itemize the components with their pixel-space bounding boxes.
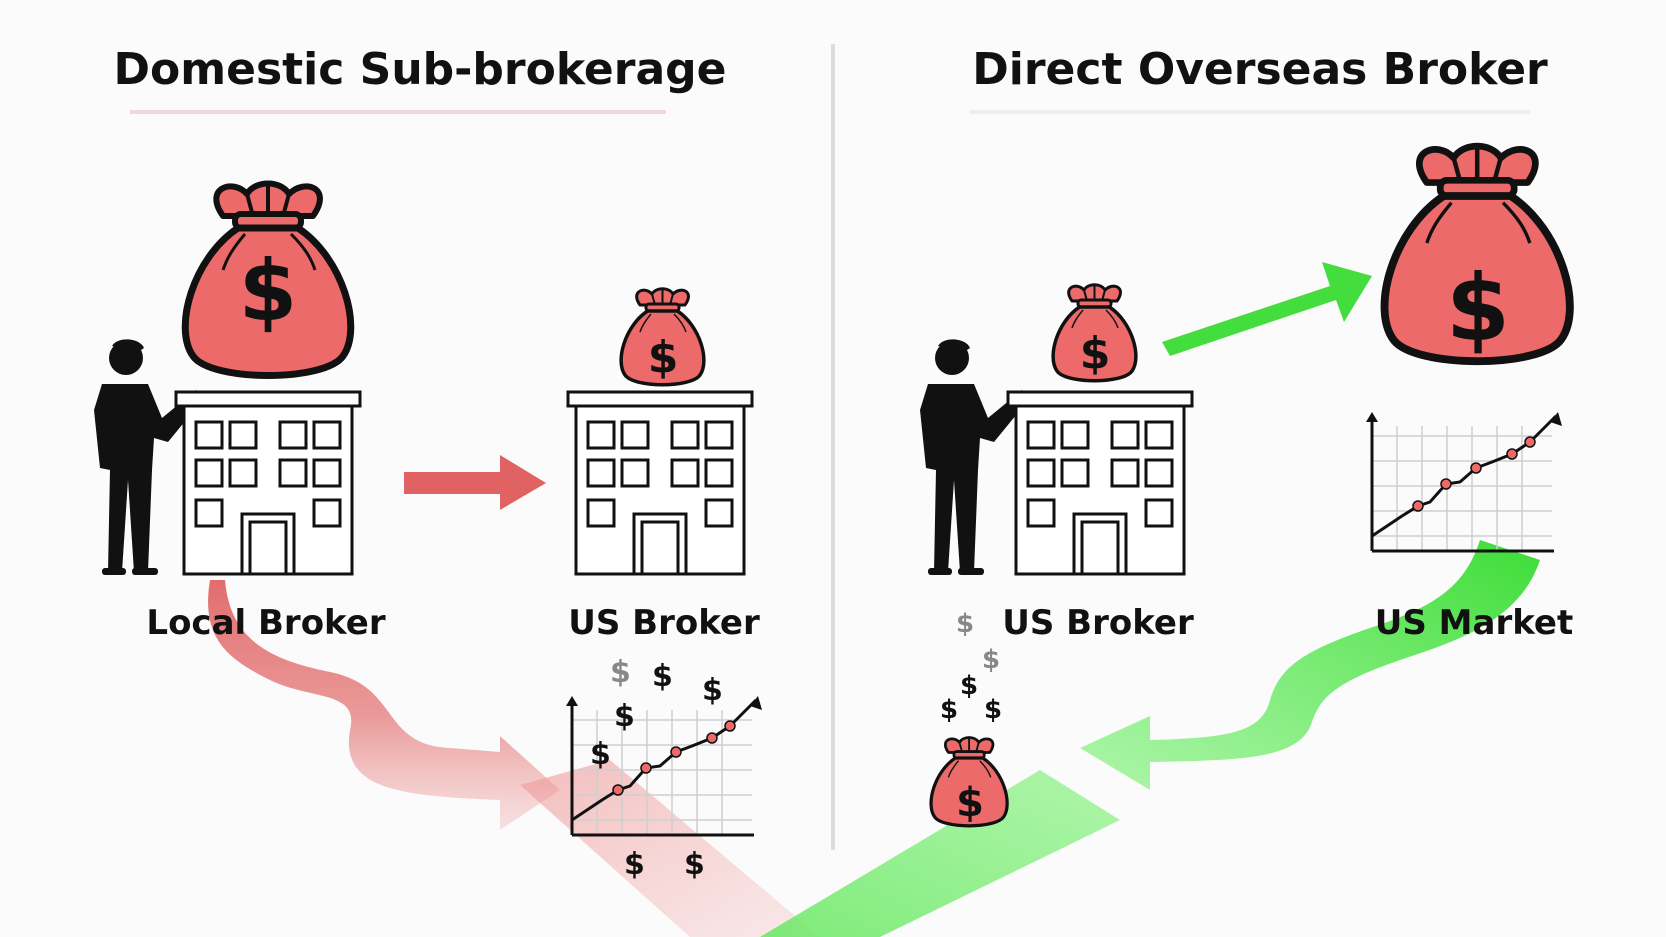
right-us-broker-building-icon xyxy=(1006,390,1194,576)
local-broker-building-icon xyxy=(174,390,362,576)
right-us-broker-label: US Broker xyxy=(1002,603,1194,643)
us-market-label: US Market xyxy=(1375,603,1574,643)
gain-flow-arrow-icon xyxy=(1080,540,1540,790)
left-us-broker-label: US Broker xyxy=(568,603,760,643)
right-panel-title: Direct Overseas Broker xyxy=(972,44,1548,95)
falling-dollar-sign: $ xyxy=(960,671,978,701)
floating-dollar-sign: $ xyxy=(590,737,611,772)
left-panel-title: Domestic Sub-brokerage xyxy=(114,44,727,95)
left-us-broker-building-icon xyxy=(566,390,754,576)
investor-person-icon xyxy=(920,339,1030,575)
floating-dollar-sign: $ xyxy=(652,659,673,694)
returned-bag-dollar-sign: $ xyxy=(956,780,984,826)
floating-dollar-sign: $ xyxy=(624,847,645,882)
right-up-arrow-icon xyxy=(1162,262,1372,356)
floating-dollar-sign: $ xyxy=(684,847,705,882)
falling-dollar-sign: $ xyxy=(940,695,958,725)
falling-dollar-sign: $ xyxy=(984,695,1002,725)
gain-ribbon xyxy=(760,770,1120,937)
medium-bag-dollar-sign: $ xyxy=(1080,328,1111,379)
floating-dollar-sign: $ xyxy=(702,673,723,708)
left-arrow-icon xyxy=(404,455,546,510)
loss-flow-arrow-icon xyxy=(208,580,561,830)
falling-dollar-sign: $ xyxy=(956,609,974,639)
floating-dollar-sign: $ xyxy=(614,699,635,734)
large-bag-dollar-sign: $ xyxy=(239,242,297,340)
floating-dollar-sign: $ xyxy=(610,655,631,690)
us-market-bag-dollar-sign: $ xyxy=(1446,255,1510,362)
local-broker-label: Local Broker xyxy=(146,603,385,643)
falling-dollar-sign: $ xyxy=(982,645,1000,675)
loss-ribbon xyxy=(520,760,820,937)
us-market-growth-chart-icon xyxy=(1364,410,1564,553)
small-bag-dollar-sign: $ xyxy=(648,332,679,383)
